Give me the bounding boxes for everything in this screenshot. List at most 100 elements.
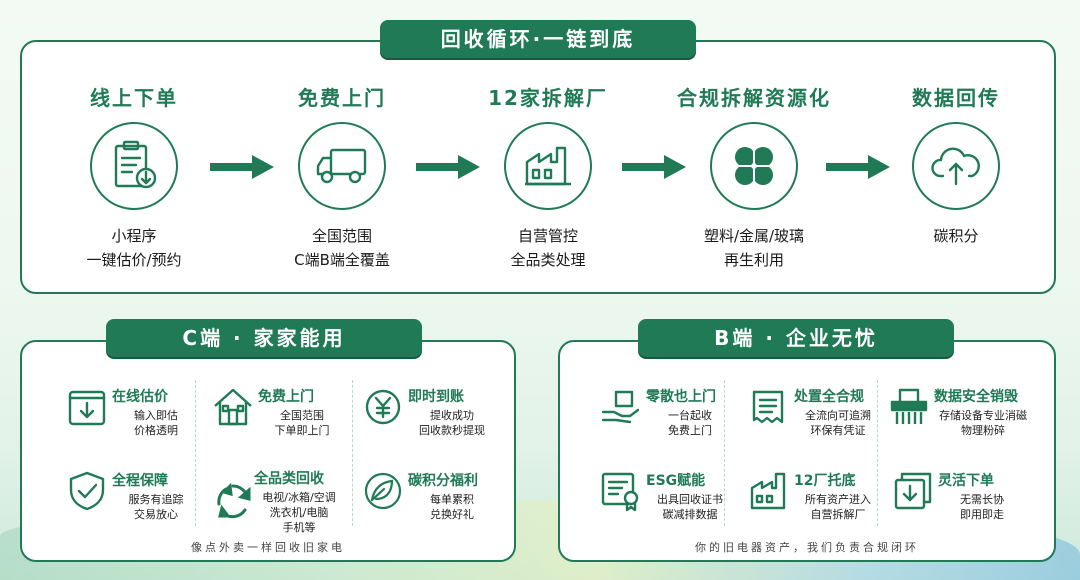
feature-desc: 碳减排数据 [662, 508, 718, 521]
step-compliant-dismantling: 合规拆解资源化 塑料/金属/玻璃 再生利用 [654, 82, 854, 272]
arrow-right-icon [622, 155, 686, 179]
step-desc-line2: 全品类处理 [510, 251, 586, 269]
feature-desc: 环保有凭证 [810, 424, 866, 437]
feature-esg: ESG赋能 出具回收证书 碳减排数据 [600, 470, 750, 550]
step-icon-circle [710, 122, 798, 210]
c-section-tab: C端 · 家家能用 [106, 319, 422, 357]
divider [877, 380, 878, 526]
feature-title: 碳积分福利 [408, 473, 478, 489]
feature-carbon-points: 碳积分福利 每单累积 兑换好礼 [362, 470, 512, 550]
feature-all-category-recycling: 全品类回收 电视/冰箱/空调 洗衣机/电脑 手机等 [212, 468, 362, 548]
feature-desc: 输入即估 [134, 409, 178, 422]
feature-desc: 所有资产进入 [805, 493, 871, 506]
feature-compliant-disposal: 处置全合规 全流向可追溯 环保有凭证 [748, 386, 898, 466]
feature-scattered-pickup: 零散也上门 一台起收 免费上门 [600, 386, 750, 466]
feature-title: 免费上门 [258, 389, 314, 405]
document-scroll-icon [752, 390, 784, 424]
feature-title: 12厂托底 [794, 473, 856, 489]
feature-title: 零散也上门 [646, 389, 716, 405]
divider [195, 380, 196, 526]
step-desc-line2: 一键估价/预约 [86, 251, 182, 269]
step-icon-circle [90, 122, 178, 210]
feature-title: 在线估价 [112, 389, 168, 405]
factory-icon [750, 472, 786, 510]
step-icon-circle [912, 122, 1000, 210]
step-desc-line1: 自营管控 [517, 227, 578, 245]
recycle-icon [217, 482, 251, 519]
feature-online-estimate: 在线估价 输入即估 价格透明 [66, 386, 216, 466]
feature-full-protection: 全程保障 服务有追踪 交易放心 [66, 470, 216, 550]
feature-title: 全程保障 [112, 473, 168, 489]
feature-desc: 服务有追踪 [128, 493, 184, 506]
feature-desc: 存储设备专业消磁 [939, 409, 1027, 422]
feature-free-pickup: 免费上门 全国范围 下单即上门 [212, 386, 362, 466]
step-title: 线上下单 [90, 86, 178, 110]
feature-flexible-order: 灵活下单 无需长协 即用即走 [892, 470, 1042, 550]
feature-desc: 全国范围 [280, 409, 324, 422]
feature-title: 处置全合规 [794, 389, 864, 405]
feature-desc: 交易放心 [134, 508, 178, 521]
b-section-footer: 你的旧电器资产，我们负责合规闭环 [695, 541, 919, 554]
house-icon [214, 388, 252, 426]
step-icon-circle [504, 122, 592, 210]
step-online-order: 线上下单 小程序 一键估价/预约 [34, 82, 234, 272]
cloud-upload-icon [931, 147, 980, 186]
step-desc-line2: 再生利用 [723, 251, 784, 269]
step-title: 数据回传 [912, 86, 1000, 110]
feature-12-plants-support: 12厂托底 所有资产进入 自营拆解厂 [748, 470, 898, 550]
c-side-panel [20, 340, 516, 562]
clipboard-download-icon [114, 140, 157, 189]
step-data-return: 数据回传 碳积分 [856, 82, 1056, 248]
feature-desc: 全流向可追溯 [805, 409, 871, 422]
feature-desc: 免费上门 [668, 424, 712, 437]
factory-icon [525, 146, 571, 186]
yen-coin-icon [365, 389, 401, 425]
feature-title: 即时到账 [408, 389, 464, 405]
step-title: 12家拆解厂 [488, 86, 608, 110]
feature-desc: 回收款秒提现 [419, 424, 485, 437]
c-section-footer: 像点外卖一样回收旧家电 [191, 541, 345, 554]
step-desc-line1: 小程序 [111, 227, 157, 245]
arrow-right-icon [416, 155, 480, 179]
feature-instant-payment: 即时到账 提收成功 回收款秒提现 [362, 386, 512, 466]
clover-icon [734, 146, 774, 186]
download-box-icon [68, 390, 106, 426]
feature-desc: 无需长协 [960, 493, 1004, 506]
feature-desc: 价格透明 [134, 424, 178, 437]
shredder-icon [890, 388, 928, 424]
feature-desc: 出具回收证书 [657, 493, 723, 506]
feature-desc: 洗衣机/电脑 [269, 506, 329, 519]
feature-title: ESG赋能 [646, 473, 706, 489]
feature-desc: 电视/冰箱/空调 [262, 491, 336, 504]
feature-desc: 一台起收 [668, 409, 712, 422]
feature-desc: 提收成功 [430, 409, 474, 422]
truck-icon [316, 148, 367, 184]
leaf-co2-icon [364, 472, 402, 510]
feature-title: 灵活下单 [938, 473, 994, 489]
step-desc-line1: 塑料/金属/玻璃 [703, 227, 805, 245]
feature-title: 全品类回收 [254, 471, 324, 487]
download-frame-icon [894, 472, 932, 510]
step-dismantling-plants: 12家拆解厂 自营管控 全品类处理 [448, 82, 648, 272]
divider [352, 380, 353, 526]
feature-desc: 每单累积 [430, 493, 474, 506]
feature-desc: 即用即走 [960, 508, 1004, 521]
step-free-pickup: 免费上门 全国范围 C端B端全覆盖 [242, 82, 442, 272]
divider [724, 380, 725, 526]
step-desc-line2: C端B端全覆盖 [294, 251, 390, 269]
step-desc-line1: 全国范围 [311, 227, 372, 245]
feature-desc: 下单即上门 [274, 424, 330, 437]
step-title: 合规拆解资源化 [677, 86, 831, 110]
arrow-right-icon [826, 155, 890, 179]
feature-desc: 物理粉碎 [961, 424, 1005, 437]
feature-desc: 自营拆解厂 [810, 508, 866, 521]
certificate-icon [601, 472, 639, 512]
feature-title: 数据安全销毁 [934, 389, 1018, 405]
feature-desc: 手机等 [282, 521, 316, 534]
step-desc-line1: 碳积分 [933, 227, 979, 245]
step-icon-circle [298, 122, 386, 210]
shield-check-icon [69, 471, 105, 511]
feature-data-destruction: 数据安全销毁 存储设备专业消磁 物理粉碎 [888, 386, 1038, 466]
main-tab-title: 回收循环·一链到底 [380, 20, 696, 58]
feature-desc: 兑换好礼 [430, 508, 474, 521]
